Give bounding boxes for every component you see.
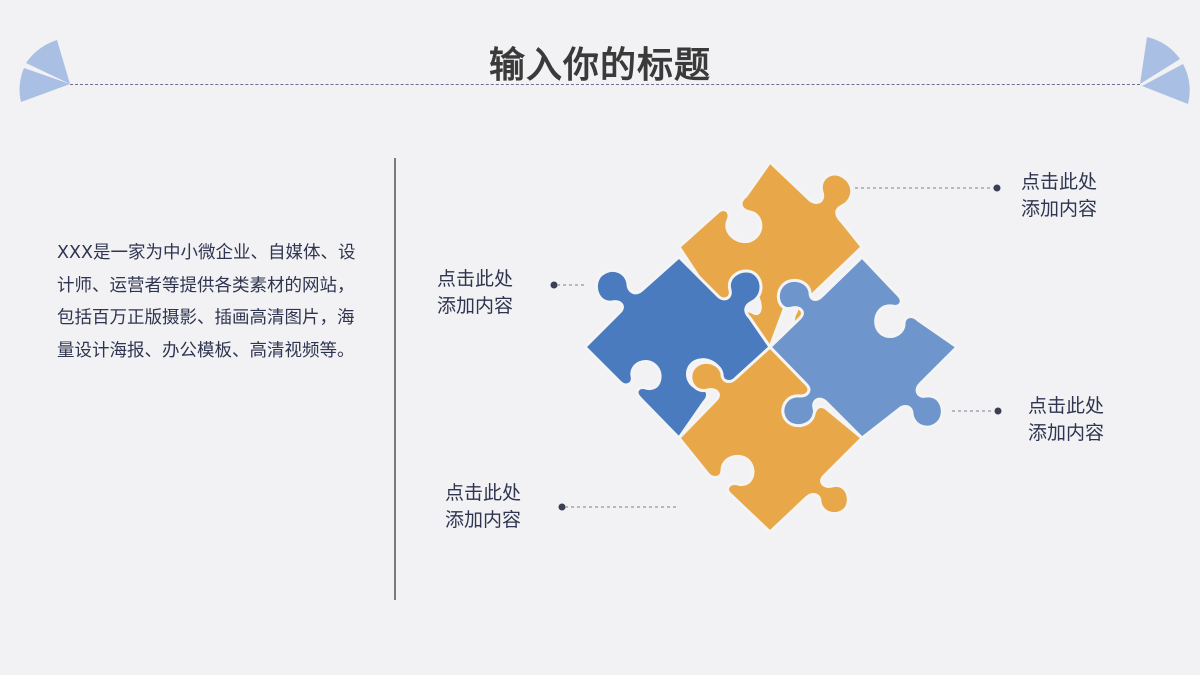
corner-fan-right-icon <box>1140 37 1190 104</box>
label-line1: 点击此处 <box>437 268 514 290</box>
label-line2: 添加内容 <box>445 509 522 531</box>
label-line1: 点击此处 <box>445 482 522 504</box>
corner-fan-left-icon <box>19 40 70 102</box>
title-dashed-line <box>70 84 1140 85</box>
label-right[interactable]: 点击此处 添加内容 <box>1028 393 1104 447</box>
puzzle-piece-bottom[interactable] <box>677 345 864 534</box>
label-line1: 点击此处 <box>1028 395 1105 417</box>
puzzle-piece-right[interactable] <box>768 255 959 440</box>
vertical-divider <box>394 158 396 600</box>
label-left[interactable]: 点击此处 添加内容 <box>437 266 513 320</box>
label-line2: 添加内容 <box>1028 422 1105 444</box>
label-line2: 添加内容 <box>1021 198 1098 220</box>
label-line1: 点击此处 <box>1021 171 1098 193</box>
body-text[interactable]: XXX是一家为中小微企业、自媒体、设计师、运营者等提供各类素材的网站，包括百万正… <box>57 243 356 361</box>
connector-top-right <box>855 184 1001 192</box>
connector-left <box>550 281 585 289</box>
connector-bottom-left <box>558 503 679 511</box>
label-bottom-left[interactable]: 点击此处 添加内容 <box>445 480 521 534</box>
label-line2: 添加内容 <box>437 295 514 317</box>
slide-title[interactable]: 输入你的标题 <box>488 45 711 86</box>
connector-right <box>952 407 1002 415</box>
label-top-right[interactable]: 点击此处 添加内容 <box>1021 169 1097 223</box>
